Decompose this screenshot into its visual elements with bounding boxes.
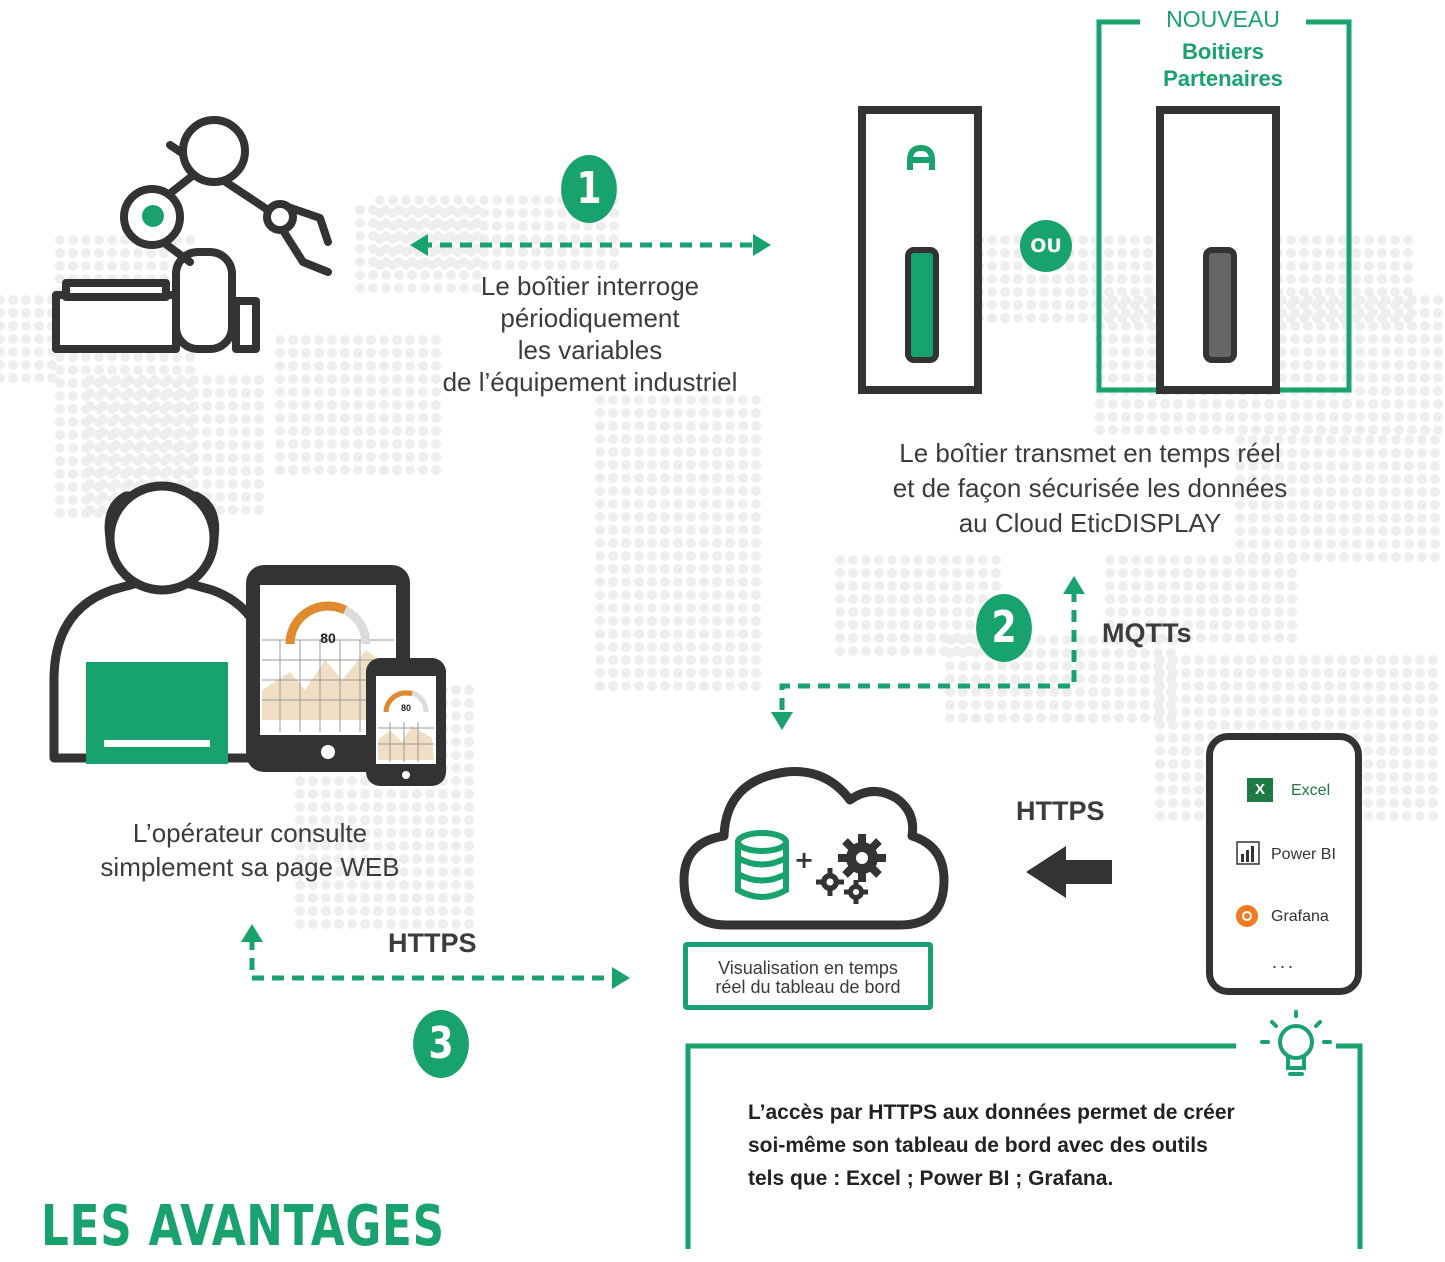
https-label-left: HTTPS [388, 928, 477, 958]
partner-title-line2: Partenaires [1163, 66, 1283, 91]
operator-description: L’opérateur consulte simplement sa page … [40, 816, 460, 884]
step1-arrow [410, 234, 771, 256]
phone-gauge-value: 80 [400, 703, 411, 713]
step1-line2: périodiquement [500, 303, 680, 333]
tool-power-bi-label: Power BI [1271, 846, 1336, 863]
excel-icon: X [1247, 778, 1273, 802]
operator-line2: simplement sa page WEB [100, 852, 400, 882]
partner-title-line1: Boitiers [1182, 39, 1264, 64]
etic-logo-icon [907, 144, 935, 170]
cloud-caption-line2: réel du tableau de bord [715, 977, 901, 997]
device-description: Le boîtier transmet en temps réel et de … [830, 436, 1350, 541]
info-line2: soi-même son tableau de bord avec des ou… [748, 1134, 1208, 1157]
laptop [86, 662, 228, 764]
tablet-gauge-value: 80 [320, 630, 336, 646]
step1-description: Le boîtier interroge périodiquement les … [395, 270, 785, 398]
step1-line1: Le boîtier interroge [480, 271, 700, 301]
tools-device: X Excel Power BI Grafana ... [1206, 733, 1362, 995]
info-line3: tels que : Excel ; Power BI ; Grafana. [748, 1167, 1114, 1190]
tool-excel-label: Excel [1291, 782, 1331, 799]
ou-badge: OU [1020, 220, 1072, 272]
cloud-caption-box: Visualisation en temps réel du tableau d… [683, 942, 933, 1010]
step3-arrow [241, 924, 630, 989]
gears-icon [816, 834, 886, 904]
tool-grafana-label: Grafana [1271, 908, 1329, 925]
cloud-database-icon: + [679, 767, 949, 930]
operator-line1: L’opérateur consulte [132, 818, 368, 848]
info-box-frame [685, 1043, 1363, 1249]
arrow-left-icon [1026, 846, 1112, 898]
robot-arm-icon [52, 116, 332, 353]
device-line3: au Cloud EticDISPLAY [958, 508, 1222, 538]
etic-device [858, 106, 982, 394]
grafana-icon [1233, 902, 1261, 930]
step-2-badge: 2 [976, 594, 1032, 662]
step-1-badge: 1 [561, 155, 617, 223]
https-label-right: HTTPS [1016, 796, 1105, 826]
step2-arrow [771, 576, 1085, 730]
step1-line3: les variables [517, 335, 663, 365]
svg-text:+: + [794, 846, 814, 874]
tools-more: ... [1271, 952, 1296, 972]
info-line1: L’accès par HTTPS aux données permet de … [748, 1101, 1235, 1124]
device-line1: Le boîtier transmet en temps réel [899, 438, 1281, 468]
cloud-caption-line1: Visualisation en temps [718, 958, 898, 978]
lightbulb-icon [1260, 1010, 1332, 1076]
partner-title: Boitiers Partenaires [1120, 38, 1326, 92]
partner-device [1156, 106, 1280, 394]
step-3-badge: 3 [413, 1010, 469, 1078]
mqtts-label: MQTTs [1102, 618, 1192, 648]
power-bi-icon [1235, 840, 1261, 866]
info-text: L’accès par HTTPS aux données permet de … [748, 1096, 1328, 1195]
section-title: LES AVANTAGES [41, 1194, 445, 1259]
phone-icon [366, 658, 446, 786]
nouveau-label: NOUVEAU [1140, 6, 1306, 32]
device-line2: et de façon sécurisée les données [892, 473, 1288, 503]
step1-line4: de l’équipement industriel [442, 367, 738, 397]
